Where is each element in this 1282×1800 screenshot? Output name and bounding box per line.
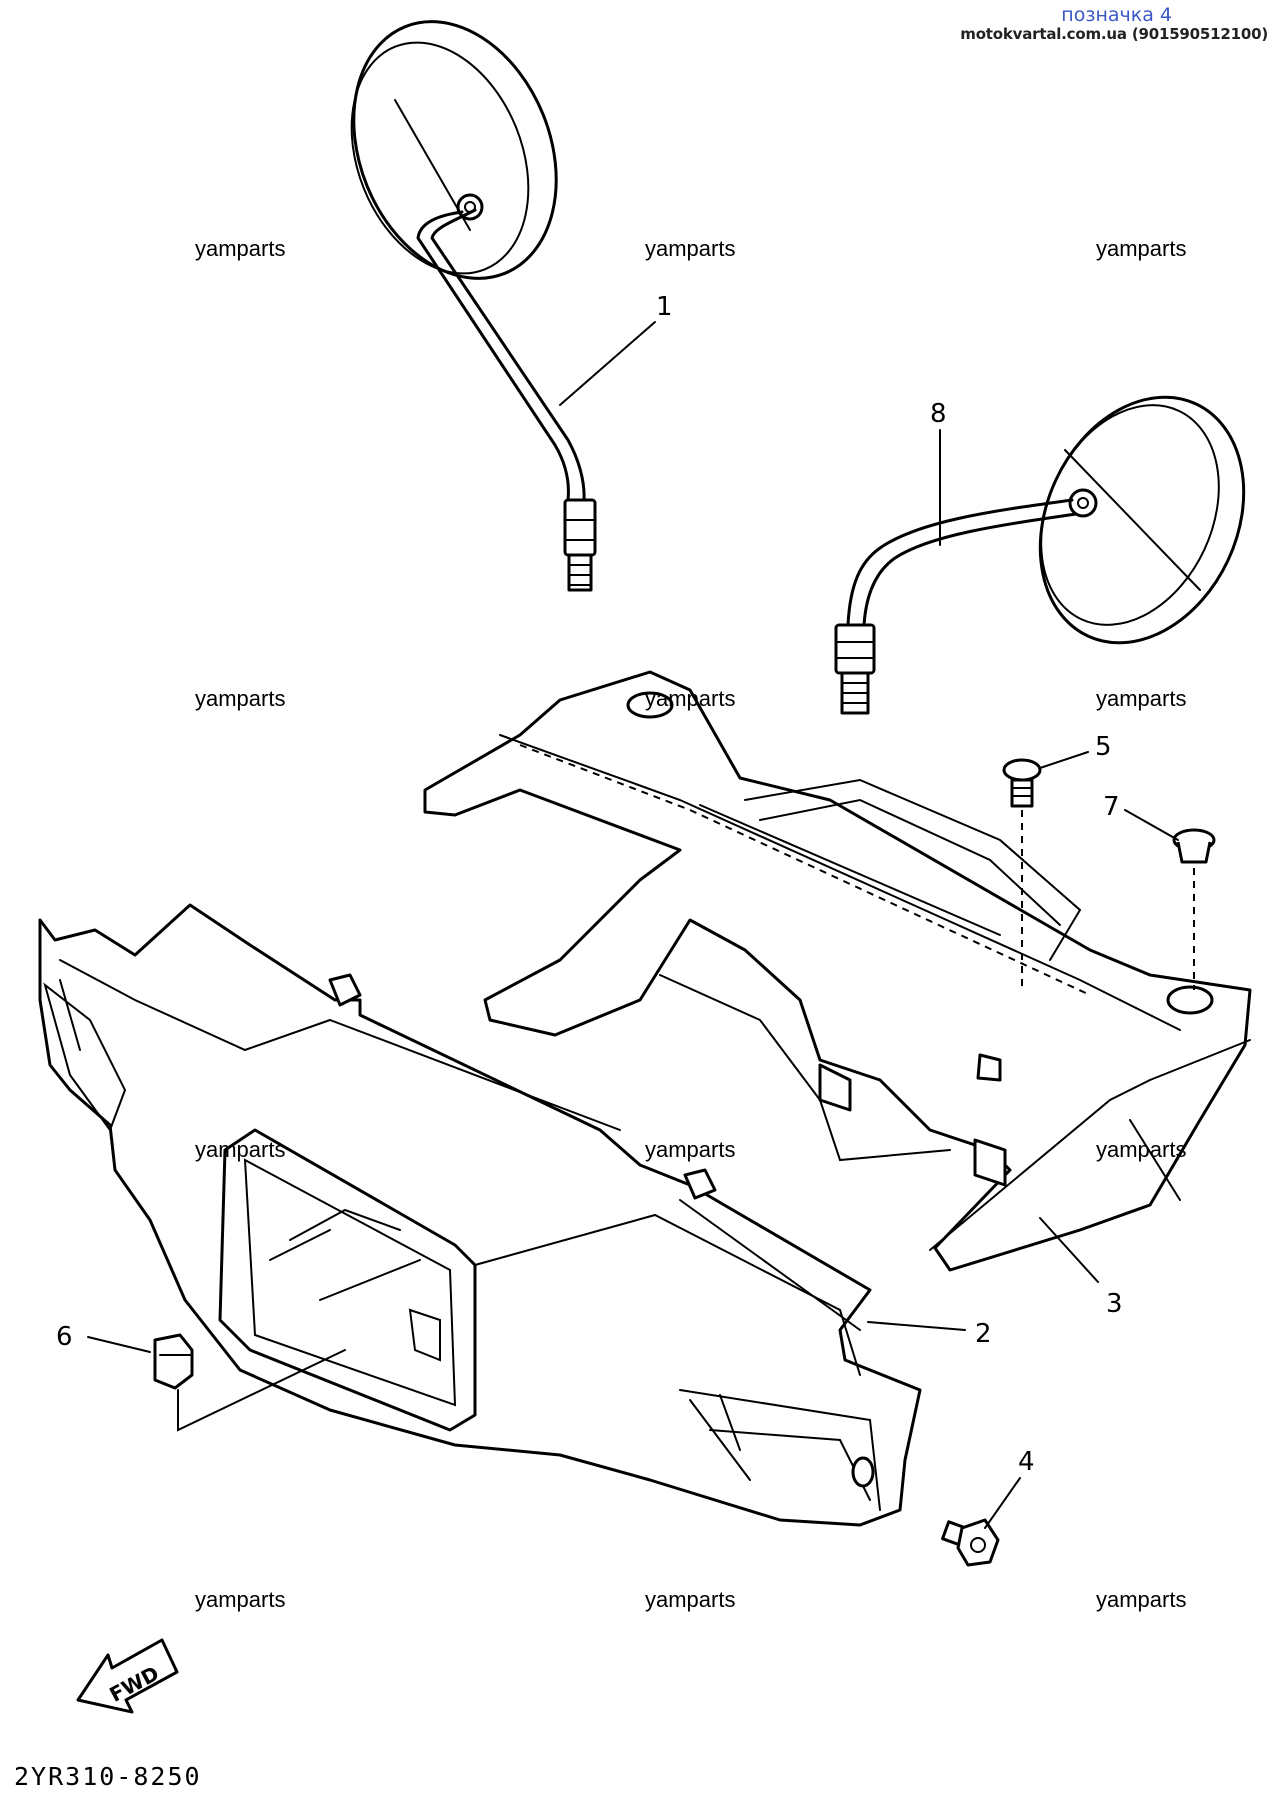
watermark: yamparts [645,686,736,711]
callout-4: 4 [1018,1447,1035,1477]
leader-4 [984,1477,1021,1529]
leader-7 [1124,809,1179,841]
bolt-4 [941,1518,1000,1567]
watermark: yamparts [1096,1137,1187,1162]
leader-6 [87,1336,151,1353]
watermark: yamparts [1096,686,1187,711]
callout-3: 3 [1106,1289,1123,1319]
callout-1: 1 [656,292,673,322]
leader-2 [867,1321,966,1331]
watermark: yamparts [195,686,286,711]
watermark: yamparts [1096,236,1187,261]
callout-5: 5 [1095,732,1112,762]
nut-6 [153,1333,346,1432]
watermark: yamparts [645,236,736,261]
leader-3 [1039,1217,1099,1283]
watermark: yamparts [195,236,286,261]
headlight-cover [38,903,922,1527]
mirror-right [834,395,1246,715]
fwd-arrow: FWD [76,1638,179,1714]
watermark: yamparts [1096,1587,1187,1612]
leader-1 [559,321,656,406]
watermark: yamparts [195,1137,286,1162]
callout-2: 2 [975,1319,992,1349]
callout-6: 6 [56,1322,73,1352]
screw-5 [1002,758,1042,990]
watermark: yamparts [645,1137,736,1162]
header-title: позначка 4 [1061,4,1172,26]
grommet-7 [1172,828,1216,990]
callout-8: 8 [930,399,947,429]
mirror-left [350,20,597,592]
callout-7: 7 [1103,792,1120,822]
watermark: yamparts [195,1587,286,1612]
watermark: yamparts [645,1587,736,1612]
diagram-code: 2YR310-8250 [14,1762,202,1791]
header-source: motokvartal.com.ua (901590512100) [960,25,1268,43]
headlight-bracket [423,670,1252,1272]
leader-5 [1039,751,1089,769]
